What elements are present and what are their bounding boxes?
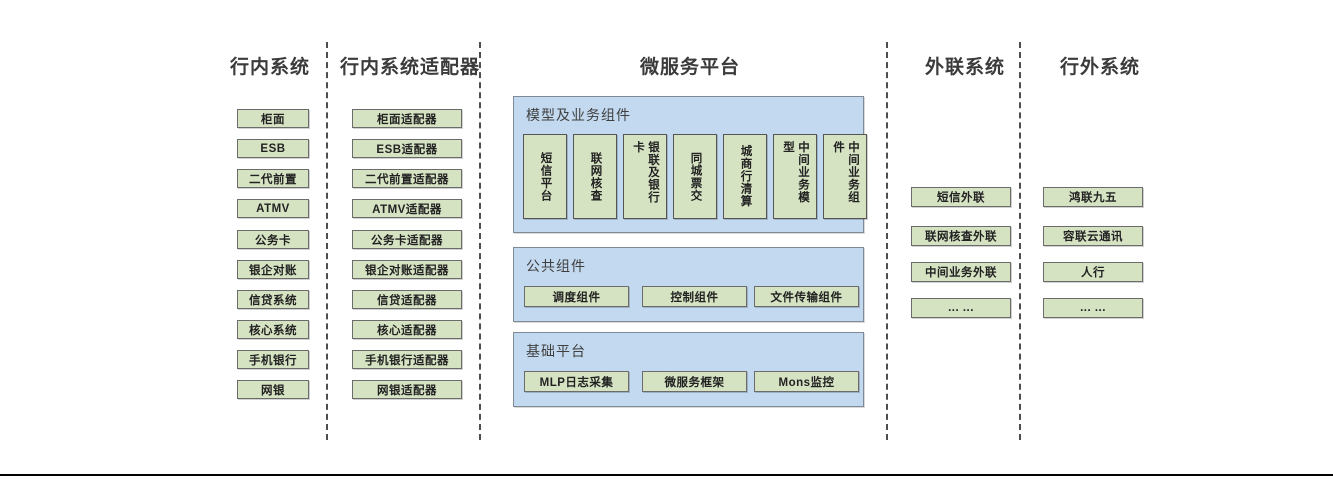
base-platform-item-1[interactable]: 微服务框架 (642, 371, 747, 392)
outside-item-0[interactable]: 鸿联九五 (1043, 187, 1143, 207)
model-component-label: 银联及银行卡 (632, 140, 659, 204)
divider-3 (886, 42, 888, 440)
external-link-item-0[interactable]: 短信外联 (911, 187, 1011, 207)
model-component-label: 同城票交 (689, 151, 702, 202)
outside-item-2[interactable]: 人行 (1043, 262, 1143, 282)
adapter-item-9[interactable]: 网银适配器 (352, 380, 462, 399)
internal-item-6[interactable]: 信贷系统 (237, 290, 309, 309)
panel-public-components: 公共组件 (513, 247, 864, 322)
adapter-item-1[interactable]: ESB适配器 (352, 139, 462, 158)
public-component-2[interactable]: 文件传输组件 (754, 286, 859, 307)
column-title-adapters: 行内系统适配器 (339, 57, 480, 78)
public-component-1[interactable]: 控制组件 (642, 286, 747, 307)
internal-item-1[interactable]: ESB (237, 139, 309, 158)
external-link-item-2[interactable]: 中间业务外联 (911, 262, 1011, 282)
adapter-item-7[interactable]: 核心适配器 (352, 320, 462, 339)
model-component-4[interactable]: 城商行清算 (723, 134, 767, 219)
adapter-item-5[interactable]: 银企对账适配器 (352, 260, 462, 279)
adapter-item-0[interactable]: 柜面适配器 (352, 109, 462, 128)
model-component-2[interactable]: 银联及银行卡 (623, 134, 667, 219)
model-component-label: 中间业务组件 (832, 140, 859, 204)
internal-item-9[interactable]: 网银 (237, 380, 309, 399)
panel-title-model-business: 模型及业务组件 (526, 107, 631, 123)
internal-item-7[interactable]: 核心系统 (237, 320, 309, 339)
model-component-label: 短信平台 (539, 151, 552, 202)
model-component-0[interactable]: 短信平台 (523, 134, 567, 219)
base-platform-item-0[interactable]: MLP日志采集 (524, 371, 629, 392)
model-component-label: 中间业务模型 (782, 140, 809, 204)
base-platform-item-2[interactable]: Mons监控 (754, 371, 859, 392)
internal-item-8[interactable]: 手机银行 (237, 350, 309, 369)
model-component-6[interactable]: 中间业务组件 (823, 134, 867, 219)
model-component-label: 城商行清算 (739, 145, 752, 208)
internal-item-5[interactable]: 银企对账 (237, 260, 309, 279)
column-title-outside: 行外系统 (1059, 57, 1140, 78)
public-component-0[interactable]: 调度组件 (524, 286, 629, 307)
column-title-platform: 微服务平台 (639, 57, 740, 78)
internal-item-0[interactable]: 柜面 (237, 109, 309, 128)
panel-title-public-components: 公共组件 (526, 258, 586, 274)
model-component-1[interactable]: 联网核查 (573, 134, 617, 219)
internal-item-2[interactable]: 二代前置 (237, 169, 309, 188)
model-component-5[interactable]: 中间业务模型 (773, 134, 817, 219)
panel-title-base-platform: 基础平台 (526, 343, 586, 359)
adapter-item-3[interactable]: ATMV适配器 (352, 199, 462, 218)
outside-item-3[interactable]: ... ... (1043, 298, 1143, 318)
adapter-item-6[interactable]: 信贷适配器 (352, 290, 462, 309)
adapter-item-4[interactable]: 公务卡适配器 (352, 230, 462, 249)
divider-4 (1019, 42, 1021, 440)
external-link-item-3[interactable]: ... ... (911, 298, 1011, 318)
column-title-internal: 行内系统 (229, 57, 310, 78)
column-title-external-link: 外联系统 (924, 57, 1005, 78)
adapter-item-2[interactable]: 二代前置适配器 (352, 169, 462, 188)
adapter-item-8[interactable]: 手机银行适配器 (352, 350, 462, 369)
model-component-label: 联网核查 (589, 151, 602, 202)
internal-item-4[interactable]: 公务卡 (237, 230, 309, 249)
bottom-divider (0, 474, 1333, 476)
internal-item-3[interactable]: ATMV (237, 199, 309, 218)
divider-1 (326, 42, 328, 440)
model-component-3[interactable]: 同城票交 (673, 134, 717, 219)
external-link-item-1[interactable]: 联网核查外联 (911, 226, 1011, 246)
divider-2 (479, 42, 481, 440)
panel-base-platform: 基础平台 (513, 332, 864, 407)
outside-item-1[interactable]: 容联云通讯 (1043, 226, 1143, 246)
